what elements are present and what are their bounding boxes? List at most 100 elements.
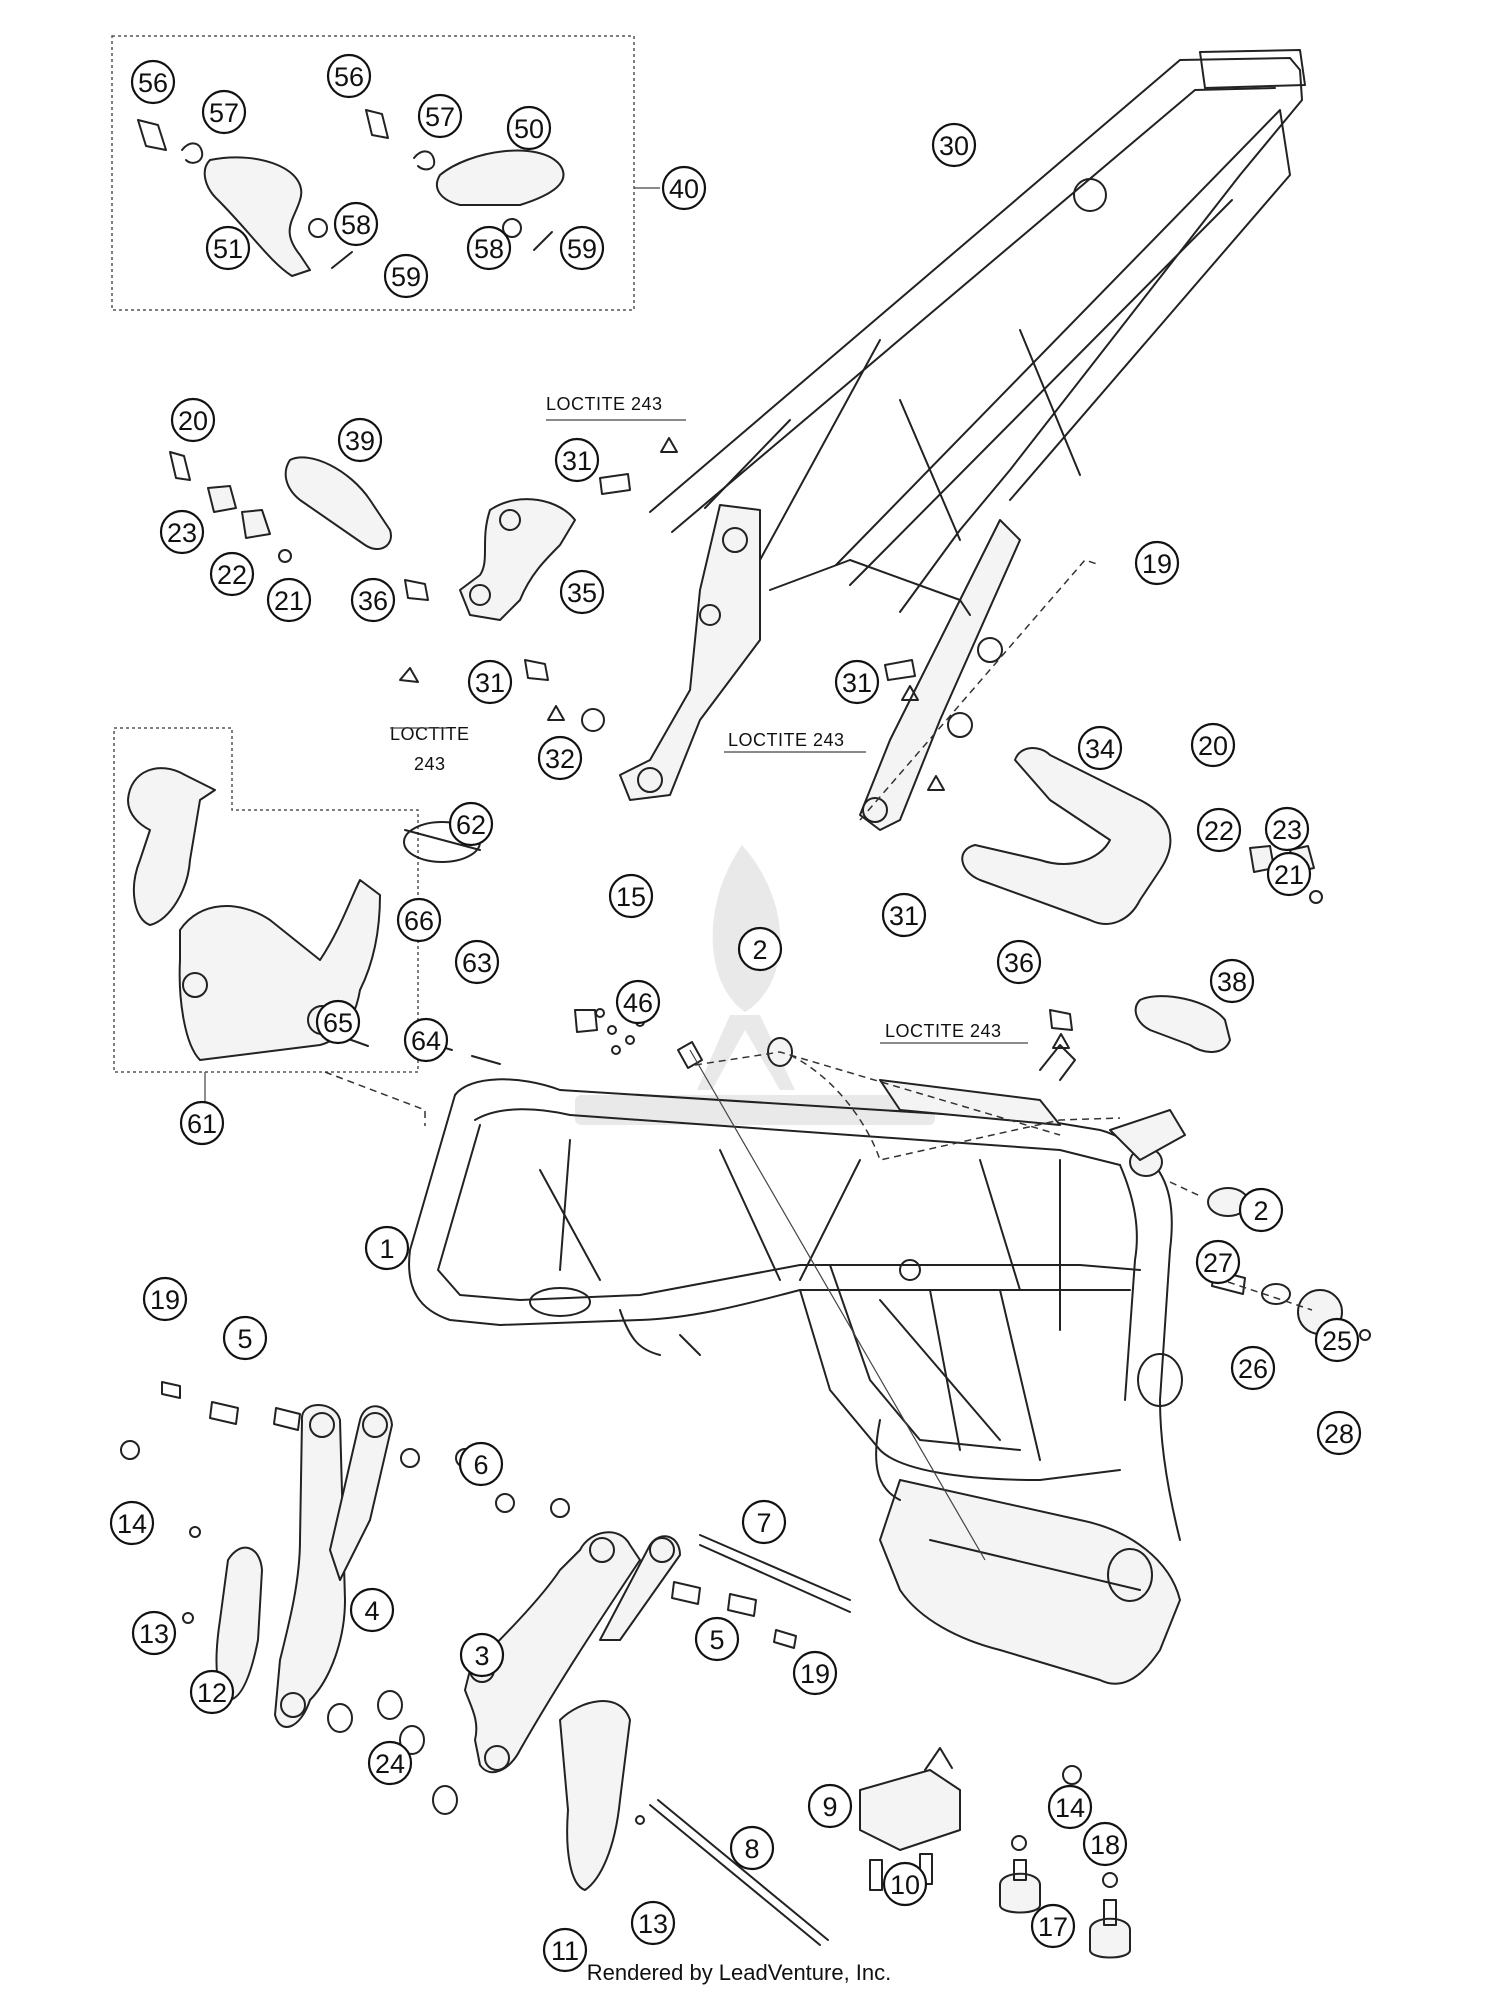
callout-number: 19 [150, 1285, 180, 1315]
callout-number: 5 [237, 1324, 252, 1354]
callout-number: 12 [197, 1678, 227, 1708]
callout-number: 25 [1322, 1326, 1352, 1356]
callout-number: 15 [616, 882, 646, 912]
callout-circle [367, 1740, 413, 1786]
callout-circle [209, 551, 255, 597]
callout-8: 8 [729, 1825, 775, 1871]
callout-number: 31 [842, 668, 872, 698]
callout-number: 4 [364, 1596, 379, 1626]
callout-number: 22 [217, 560, 247, 590]
callout-number: 13 [139, 1619, 169, 1649]
callout-number: 6 [473, 1450, 488, 1480]
callout-38: 38 [1209, 958, 1255, 1004]
callout-32: 32 [537, 735, 583, 781]
callout-1: 1 [364, 1225, 410, 1271]
callout-19: 19 [1134, 540, 1180, 586]
callout-2: 2 [1238, 1187, 1284, 1233]
callout-6: 6 [458, 1441, 504, 1487]
callout-circle [537, 735, 583, 781]
callout-number: 46 [623, 988, 653, 1018]
callout-circle [1195, 1239, 1241, 1285]
callout-10: 10 [882, 1861, 928, 1907]
callout-circle [403, 1017, 449, 1063]
callout-circle [1082, 1821, 1128, 1867]
callout-circle [159, 509, 205, 555]
callout-circle [792, 1650, 838, 1696]
callout-number: 32 [545, 744, 575, 774]
loctite-note-center: LOCTITE 243 [728, 730, 845, 750]
callout-number: 11 [551, 1936, 579, 1966]
callout-circle [729, 1825, 775, 1871]
chain-guide-box [113, 727, 419, 1073]
callout-50: 50 [506, 105, 552, 151]
callout-circle [1134, 540, 1180, 586]
callout-circle [315, 999, 361, 1045]
callout-number: 38 [1217, 967, 1247, 997]
callout-number: 20 [1198, 731, 1228, 761]
callout-circle [179, 1100, 225, 1146]
footpeg-kit-box [111, 35, 635, 311]
callout-number: 21 [274, 586, 304, 616]
callout-number: 35 [567, 578, 597, 608]
callout-circle [559, 225, 605, 271]
callout-7: 7 [741, 1499, 787, 1545]
callout-circle [1047, 1784, 1093, 1830]
callout-63: 63 [454, 939, 500, 985]
callout-number: 2 [1253, 1196, 1268, 1226]
callout-23: 23 [159, 509, 205, 555]
callout-65: 65 [315, 999, 361, 1045]
callout-circle [882, 1861, 928, 1907]
callout-circle [1314, 1317, 1360, 1363]
callout-number: 65 [323, 1008, 353, 1038]
callout-circle [1196, 807, 1242, 853]
callout-number: 36 [358, 586, 388, 616]
callout-circle [417, 93, 463, 139]
callout-circle [266, 577, 312, 623]
callout-circle [1190, 722, 1236, 768]
callout-circle [1030, 1903, 1076, 1949]
loctite-note-upper: LOCTITE 243 [546, 394, 663, 414]
callout-13: 13 [131, 1610, 177, 1656]
callout-circle [834, 659, 880, 705]
render-credit: Rendered by LeadVenture, Inc. [587, 1960, 892, 1985]
right-footpeg-parts [884, 659, 1323, 1053]
callout-circle [396, 897, 442, 943]
callout-number: 1 [379, 1234, 394, 1264]
callout-14: 14 [1047, 1784, 1093, 1830]
callout-66: 66 [396, 897, 442, 943]
callout-number: 30 [939, 131, 969, 161]
callout-circle [661, 165, 707, 211]
callout-number: 63 [462, 948, 492, 978]
callout-61: 61 [179, 1100, 225, 1146]
callout-31: 31 [881, 892, 927, 938]
callout-28: 28 [1316, 1410, 1362, 1456]
callout-circle [201, 89, 247, 135]
callout-25: 25 [1314, 1317, 1360, 1363]
callout-3: 3 [459, 1632, 505, 1678]
callout-circle [466, 225, 512, 271]
bolts-and-hardware [120, 1009, 1371, 1959]
callout-number: 57 [425, 102, 455, 132]
callout-number: 62 [456, 810, 486, 840]
callout-11: 11 [542, 1927, 588, 1973]
callout-circle [737, 926, 783, 972]
callout-number: 66 [404, 906, 434, 936]
callout-circle [1266, 851, 1312, 897]
loctite-note-left-1: LOCTITE [390, 724, 470, 744]
callout-number: 31 [889, 901, 919, 931]
callout-number: 56 [138, 68, 168, 98]
callout-number: 58 [341, 210, 371, 240]
callout-51: 51 [205, 225, 251, 271]
callout-circle [542, 1927, 588, 1973]
callout-number: 20 [178, 406, 208, 436]
callout-circle [189, 1669, 235, 1715]
callout-number: 56 [334, 62, 364, 92]
callout-circle [1230, 1345, 1276, 1391]
callout-number: 23 [1272, 815, 1302, 845]
callout-4: 4 [349, 1587, 395, 1633]
callout-2: 2 [737, 926, 783, 972]
callout-circle [109, 1500, 155, 1546]
callout-circle [349, 1587, 395, 1633]
